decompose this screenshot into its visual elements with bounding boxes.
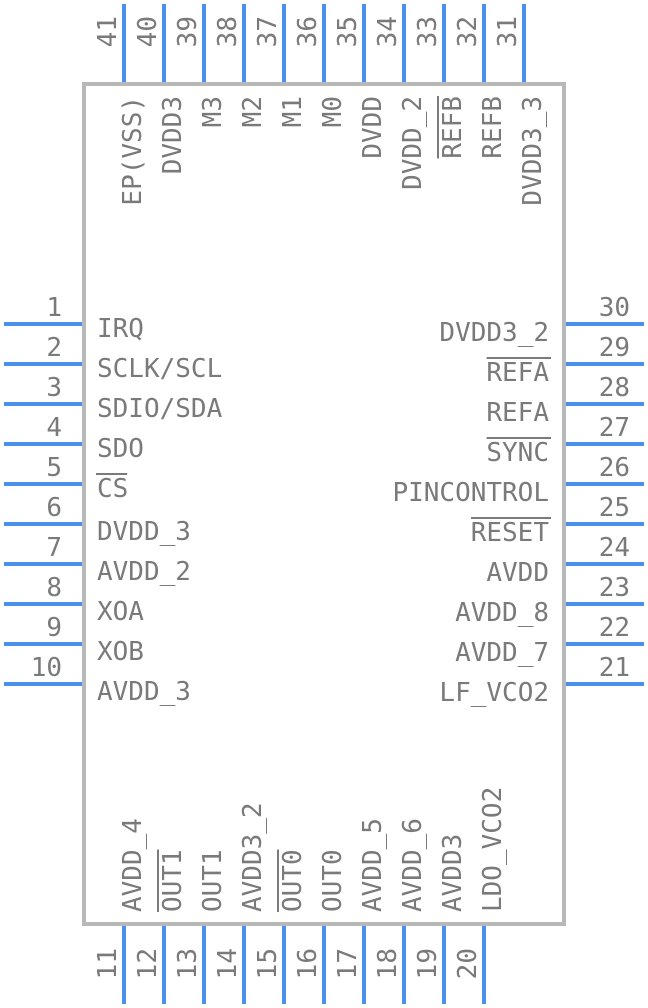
pin-37-number: 37 — [253, 16, 283, 47]
pin-30-number: 30 — [599, 293, 630, 323]
pin-32-number: 32 — [453, 16, 483, 47]
pin-7-label: AVDD_2 — [97, 557, 191, 587]
pin-25-label: RESET — [471, 518, 550, 548]
pin-6-label: DVDD_3 — [97, 517, 191, 547]
pin-2-number: 2 — [46, 333, 62, 363]
pin-5-label: CS — [97, 474, 128, 504]
pin-16-number: 16 — [293, 948, 323, 979]
pin-15-number: 15 — [253, 948, 283, 979]
pin-38-number: 38 — [213, 16, 243, 47]
pin-4-label: SDO — [97, 434, 144, 464]
pin-40-label: DVDD3 — [158, 96, 188, 174]
pin-37-label: M1 — [278, 96, 308, 127]
pin-27-label: SYNC — [486, 438, 549, 468]
pin-10-label: AVDD_3 — [97, 677, 191, 707]
pin-20-label: LDO_VCO2 — [478, 787, 508, 912]
pin-10-number: 10 — [31, 653, 62, 683]
pin-18-label: AVDD_6 — [398, 818, 428, 912]
pin-25-number: 25 — [599, 493, 630, 523]
pin-40-number: 40 — [133, 16, 163, 47]
pin-28-label: REFA — [486, 398, 549, 428]
pin-3-label: SDIO/SDA — [97, 394, 223, 424]
pin-22-label: AVDD_7 — [455, 638, 549, 668]
pin-29-number: 29 — [599, 333, 630, 363]
pin-35-number: 35 — [333, 16, 363, 47]
pin-33-number: 33 — [413, 16, 443, 47]
pin-34-label: DVDD_2 — [398, 96, 428, 190]
pin-32-label: REFB — [478, 96, 508, 159]
pin-14-label: AVDD3_2 — [238, 802, 268, 912]
pin-12-label: OUT1 — [158, 849, 188, 912]
pin-41-label: EP(VSS) — [118, 96, 148, 206]
pin-26-number: 26 — [599, 453, 630, 483]
pin-2-label: SCLK/SCL — [97, 354, 222, 384]
pin-5-number: 5 — [46, 453, 62, 483]
pin-8-label: XOA — [97, 597, 144, 627]
pin-19-number: 19 — [413, 948, 443, 979]
pin-15-label: OUT0 — [278, 849, 308, 912]
pin-8-number: 8 — [46, 573, 62, 603]
pin-29-label: REFA — [486, 358, 549, 388]
pin-7-number: 7 — [46, 533, 62, 563]
pin-24-label: AVDD — [486, 558, 549, 588]
pin-38-label: M2 — [238, 96, 268, 127]
pin-26-label: PINCONTROL — [392, 478, 549, 508]
pin-27-number: 27 — [599, 413, 630, 443]
pin-12-number: 12 — [133, 948, 163, 979]
pin-23-number: 23 — [599, 573, 630, 603]
pin-24-number: 24 — [599, 533, 630, 563]
pin-lines — [4, 4, 644, 1004]
pin-11-label: AVDD_4 — [118, 818, 148, 912]
pin-41-number: 41 — [93, 16, 123, 47]
pin-36-number: 36 — [293, 16, 323, 47]
pin-9-number: 9 — [46, 613, 62, 643]
pin-3-number: 3 — [46, 373, 62, 403]
pin-21-number: 21 — [599, 653, 630, 683]
pin-22-number: 22 — [599, 613, 630, 643]
pin-6-number: 6 — [46, 493, 62, 523]
pin-14-number: 14 — [213, 948, 243, 979]
pin-1-number: 1 — [46, 293, 62, 323]
pin-39-number: 39 — [173, 16, 203, 47]
pin-13-number: 13 — [173, 948, 203, 979]
pin-31-label: DVDD3_3 — [518, 96, 548, 206]
pin-28-number: 28 — [599, 373, 630, 403]
pin-23-label: AVDD_8 — [455, 598, 549, 628]
component-body — [82, 82, 566, 926]
pin-39-label: M3 — [198, 96, 228, 127]
pin-34-number: 34 — [373, 16, 403, 47]
pin-33-label: REFB — [438, 96, 468, 159]
pin-21-label: LF_VCO2 — [439, 678, 549, 708]
pin-19-label: AVDD3 — [438, 834, 468, 912]
pin-16-label: OUT0 — [318, 849, 348, 912]
pin-4-number: 4 — [46, 413, 62, 443]
pin-17-label: AVDD_5 — [358, 818, 388, 912]
pin-30-label: DVDD3_2 — [439, 318, 549, 348]
pin-9-label: XOB — [97, 637, 144, 667]
pin-35-label: DVDD — [358, 96, 388, 159]
pin-1-label: IRQ — [97, 314, 144, 344]
pin-36-label: M0 — [318, 96, 348, 127]
pin-20-number: 20 — [453, 948, 483, 979]
pin-17-number: 17 — [333, 948, 363, 979]
pin-11-number: 11 — [93, 948, 123, 979]
pin-18-number: 18 — [373, 948, 403, 979]
pin-13-label: OUT1 — [198, 849, 228, 912]
pin-31-number: 31 — [493, 16, 523, 47]
